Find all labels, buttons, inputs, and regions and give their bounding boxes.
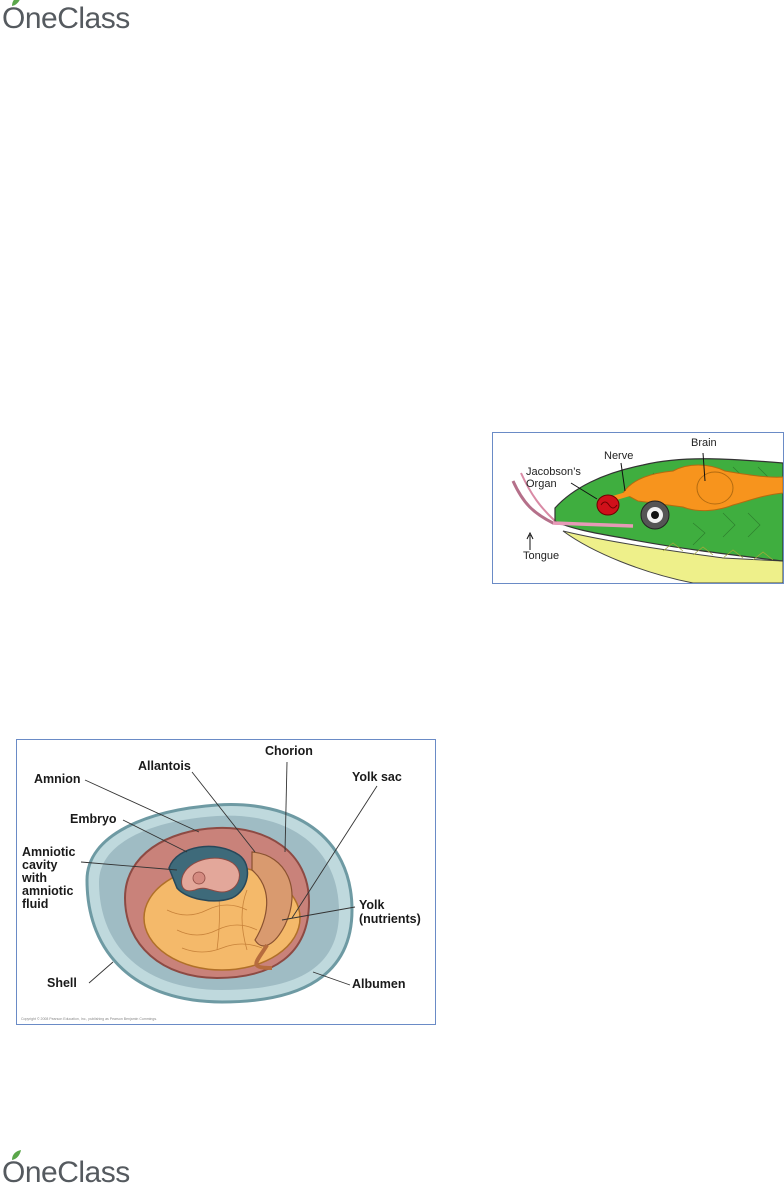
- label-embryo: Embryo: [70, 812, 117, 826]
- label-albumen: Albumen: [352, 977, 406, 991]
- copyright-text: Copyright © 2008 Pearson Education, Inc.…: [21, 1017, 158, 1021]
- oneclass-logo-footer[interactable]: O neClass: [2, 1150, 130, 1189]
- label-chorion: Chorion: [265, 744, 313, 758]
- label-brain: Brain: [691, 437, 717, 449]
- label-jacobsons-organ: Jacobson’s Organ: [526, 466, 581, 490]
- label-yolk-sac: Yolk sac: [352, 770, 402, 784]
- snake-jacobsons-organ-figure: Brain Nerve Jacobson’s Organ Tongue: [492, 432, 784, 584]
- label-amnion: Amnion: [34, 772, 81, 786]
- label-tongue: Tongue: [523, 550, 560, 562]
- snake-head-illustration: [511, 452, 783, 583]
- logo-o-footer: O: [2, 1150, 25, 1188]
- leaf-icon: [12, 1150, 21, 1160]
- label-yolk: Yolk (nutrients): [359, 898, 421, 926]
- logo-o: O: [2, 0, 25, 34]
- leaf-icon: [12, 0, 20, 6]
- label-amniotic-cavity: Amniotic cavity with amniotic fluid: [22, 845, 76, 911]
- label-nerve: Nerve: [604, 450, 634, 462]
- label-allantois: Allantois: [138, 759, 191, 773]
- amniotic-egg-figure: Chorion Allantois Amnion Yolk sac Embryo…: [16, 739, 436, 1025]
- amniotic-egg-illustration: [80, 761, 378, 1004]
- oneclass-logo[interactable]: O neClass: [2, 0, 130, 35]
- label-shell: Shell: [47, 976, 77, 990]
- logo-text-footer: neClass: [24, 1156, 130, 1189]
- logo-text: neClass: [24, 2, 130, 35]
